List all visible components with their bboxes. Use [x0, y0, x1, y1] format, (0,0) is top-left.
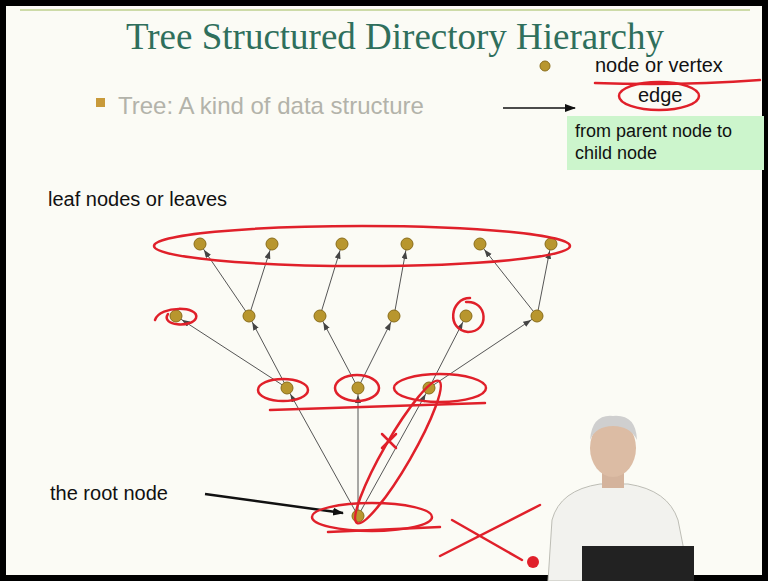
tree-dot — [170, 310, 182, 322]
legend-entry: node or vertex — [595, 54, 723, 77]
bullet-square — [96, 98, 105, 107]
leaf-dot — [401, 238, 413, 250]
tree-dot — [460, 310, 472, 322]
tree-edge — [320, 316, 358, 388]
legend-entry: edge — [638, 84, 683, 107]
tree-edge — [429, 316, 466, 388]
tree-dot — [388, 310, 400, 322]
pen-loop — [155, 309, 196, 325]
presenter-laptop — [582, 546, 694, 581]
legend-text: edge — [638, 84, 683, 106]
tree-dot — [352, 382, 364, 394]
pen-circle — [335, 375, 379, 401]
note-text: from parent node to child node — [575, 121, 756, 164]
presenter-hair — [590, 416, 637, 440]
root-label: the root node — [50, 482, 168, 505]
pen-circle — [453, 298, 483, 332]
tree-nodes — [170, 238, 557, 522]
pen-underline — [270, 403, 485, 410]
tree-dot — [314, 310, 326, 322]
legend-edge-arrow — [503, 107, 575, 109]
pen-cross — [382, 434, 396, 448]
tree-dot — [281, 382, 293, 394]
leaf-dot — [194, 238, 206, 250]
legend-node-dot — [540, 61, 550, 71]
tree-edge — [358, 316, 394, 388]
note-box: from parent node to child node — [567, 116, 764, 170]
leaf-dot — [266, 238, 278, 250]
tree-edge — [480, 244, 537, 316]
tree-edges — [176, 244, 551, 516]
tree-edge — [176, 316, 287, 388]
tree-edge — [320, 244, 342, 316]
tree-dot — [243, 310, 255, 322]
pen-circle — [619, 82, 699, 110]
leaf-dot — [336, 238, 348, 250]
presenter-figure — [548, 416, 694, 581]
pen-loop — [345, 374, 451, 530]
top-rule — [20, 9, 750, 11]
slide-title: Tree Structured Directory Hierarchy — [60, 16, 730, 59]
pen-dot — [527, 556, 539, 568]
pen-cross — [440, 505, 540, 560]
tree-edge — [429, 316, 537, 388]
root-dot — [352, 510, 364, 522]
pen-underline — [328, 527, 440, 532]
pen-circle — [312, 503, 432, 531]
tree-edge — [200, 244, 249, 316]
tree-dot — [531, 310, 543, 322]
tree-edge — [249, 244, 272, 316]
leaf-dot — [474, 238, 486, 250]
leaf-label: leaf nodes or leaves — [48, 188, 227, 211]
tree-edge — [249, 316, 287, 388]
pen-circle — [258, 379, 308, 401]
bullet-text: Tree: A kind of data structure — [118, 92, 424, 120]
legend-text: node or vertex — [595, 54, 723, 76]
pen-circle — [154, 226, 570, 266]
tree-edge — [394, 244, 407, 316]
